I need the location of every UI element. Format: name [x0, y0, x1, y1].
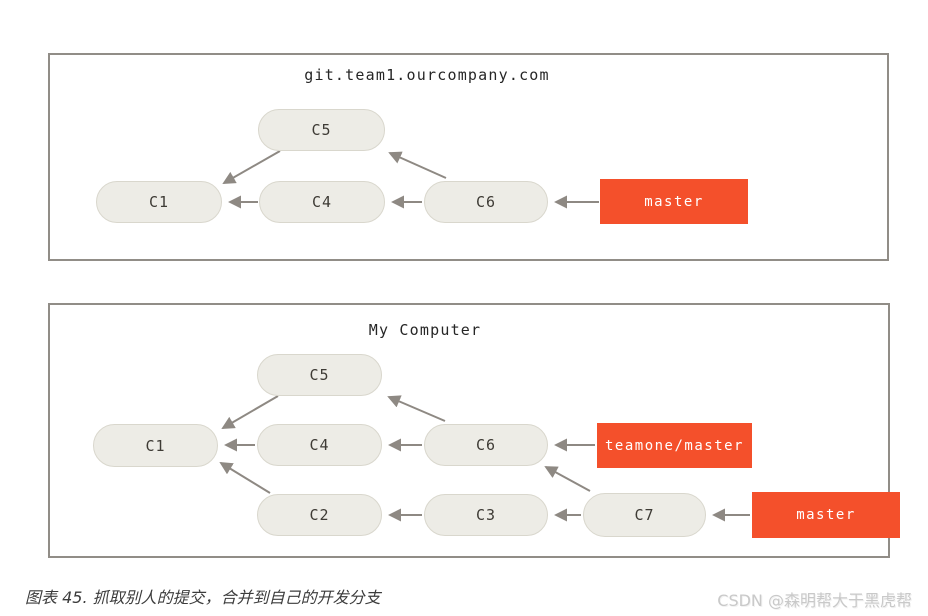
csdn-watermark: CSDN @森明帮大于黑虎帮: [717, 591, 912, 610]
remote-panel-title: git.team1.ourcompany.com: [304, 66, 550, 84]
commit-node-remote-c5: C5: [258, 109, 385, 151]
remote-server-panel: [48, 53, 889, 261]
commit-node-local-c3: C3: [424, 494, 548, 536]
commit-node-local-c7: C7: [583, 493, 706, 537]
local-panel-title: My Computer: [368, 321, 482, 339]
commit-node-local-c4: C4: [257, 424, 382, 466]
commit-node-remote-c1: C1: [96, 181, 222, 223]
branch-ref-remote-master: master: [600, 179, 748, 224]
commit-node-local-c6: C6: [424, 424, 548, 466]
commit-node-remote-c4: C4: [259, 181, 385, 223]
branch-ref-local-master: master: [752, 492, 900, 538]
commit-node-remote-c6: C6: [424, 181, 548, 223]
commit-node-local-c1: C1: [93, 424, 218, 467]
branch-ref-teamone-master: teamone/master: [597, 423, 752, 468]
commit-node-local-c5: C5: [257, 354, 382, 396]
commit-node-local-c2: C2: [257, 494, 382, 536]
figure-caption: 图表 45. 抓取别人的提交，合并到自己的开发分支: [25, 588, 381, 607]
